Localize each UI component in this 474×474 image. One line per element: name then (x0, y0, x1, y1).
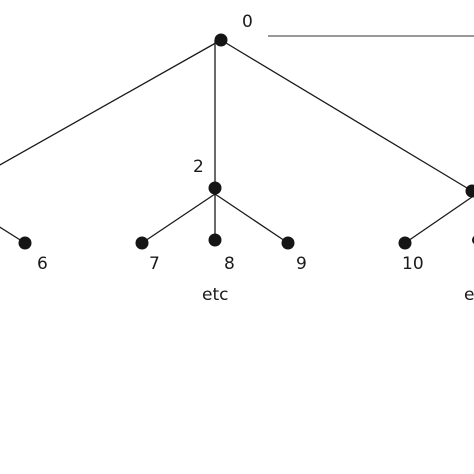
label-2: 2 (193, 157, 204, 177)
node-7 (135, 236, 149, 250)
node-9 (281, 236, 295, 250)
edge-n0-n3 (220, 39, 473, 192)
edge-n2-n7 (141, 193, 216, 244)
node-6 (18, 236, 32, 250)
node-8 (208, 233, 222, 247)
node-0 (214, 33, 228, 47)
edge-n0-n1 (0, 39, 222, 166)
label-8: 8 (224, 254, 235, 274)
labels: 0 2 6 7 8 9 10 etc e (37, 12, 474, 305)
nodes (18, 33, 474, 250)
label-10: 10 (402, 254, 424, 274)
node-3 (465, 184, 474, 198)
label-9: 9 (296, 254, 307, 274)
edge-n2-n9 (214, 193, 289, 244)
label-6: 6 (37, 254, 48, 274)
node-2 (208, 181, 222, 195)
edge-n3-n10 (404, 196, 473, 244)
edges (0, 39, 473, 244)
etc-label-center: etc (202, 285, 228, 305)
label-0: 0 (242, 12, 253, 32)
node-10 (398, 236, 412, 250)
etc-label-right: e (464, 285, 474, 305)
label-7: 7 (149, 254, 160, 274)
